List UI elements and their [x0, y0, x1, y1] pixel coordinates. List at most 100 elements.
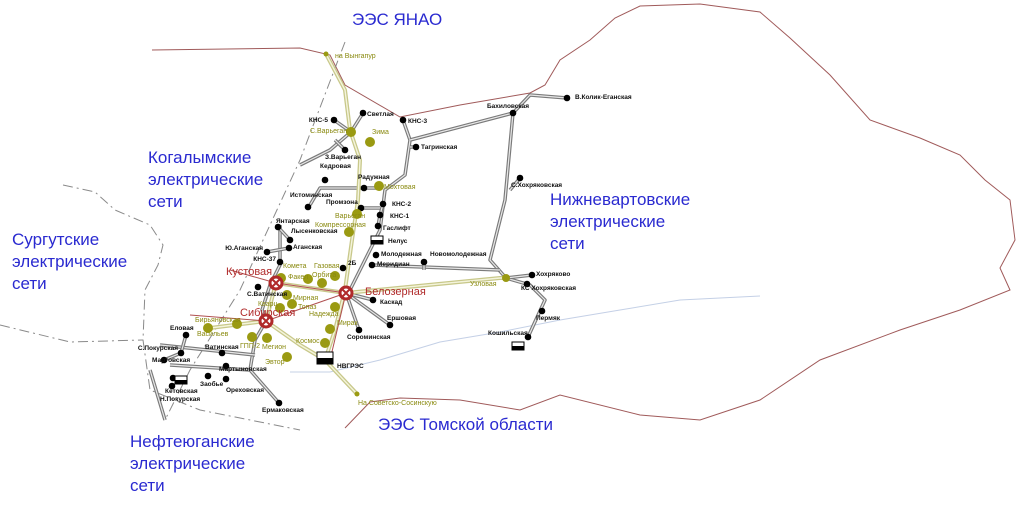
consumer-substation-label: Надежда [309, 311, 339, 318]
substation-marker[interactable] [276, 258, 284, 266]
substation-label: КНС-5 [309, 117, 329, 124]
consumer-substation-label: Узловая [470, 281, 497, 288]
substation-marker[interactable] [399, 116, 407, 124]
substation-label: Еловая [170, 325, 194, 332]
power-line-inner [505, 274, 533, 279]
substation-marker[interactable] [524, 333, 532, 341]
major-substation-label: Белозерная [365, 286, 426, 298]
power-line-inner [299, 112, 364, 166]
substation-label: Пермяк [536, 315, 561, 322]
substation-marker[interactable] [330, 116, 338, 124]
substation-label: КС Хохряковская [521, 285, 576, 292]
substation-marker[interactable] [528, 271, 536, 279]
region-label-yanao: ЭЭС ЯНАО [352, 10, 442, 29]
substation-marker[interactable] [355, 326, 363, 334]
facility-icon-fill [371, 240, 383, 244]
facility-icon-fill [175, 380, 187, 384]
substation-marker[interactable] [263, 248, 271, 256]
consumer-substation-marker[interactable] [262, 333, 272, 343]
substation-marker[interactable] [563, 94, 571, 102]
consumer-substation-marker[interactable] [287, 299, 297, 309]
consumer-substation-label: Мохтовая [384, 184, 416, 191]
region-boundary [0, 324, 144, 343]
region-label-surgut: электрические [12, 252, 127, 271]
consumer-substation-label: Варьеган [335, 213, 365, 220]
substation-marker[interactable] [376, 211, 384, 219]
substation-marker[interactable] [360, 184, 368, 192]
substation-marker[interactable] [254, 283, 262, 291]
consumer-substation-marker[interactable] [232, 319, 242, 329]
substation-marker[interactable] [516, 174, 524, 182]
substation-label: З.Варьеган [325, 154, 361, 161]
consumer-substation-marker[interactable] [203, 323, 213, 333]
substation-marker[interactable] [368, 261, 376, 269]
consumer-substation-marker[interactable] [502, 274, 510, 282]
substation-label: Истоминская [290, 192, 332, 199]
substation-marker[interactable] [182, 331, 190, 339]
consumer-substation-marker[interactable] [344, 227, 354, 237]
substation-marker[interactable] [286, 236, 294, 244]
substation-marker[interactable] [222, 362, 230, 370]
substation-label: Мартыновская [219, 366, 267, 373]
direction-label: на Вынгапур [335, 53, 376, 60]
consumer-substation-label: Мирак [337, 320, 359, 327]
substation-label: Светлая [367, 111, 394, 118]
substation-label: Каскад [380, 299, 402, 306]
major-substation-cross [271, 278, 281, 288]
substation-marker[interactable] [339, 264, 347, 272]
power-line-inner [345, 292, 391, 326]
substation-marker[interactable] [204, 372, 212, 380]
substation-marker[interactable] [274, 223, 282, 231]
substation-marker[interactable] [386, 321, 394, 329]
power-line-inner [309, 187, 381, 206]
consumer-substation-marker[interactable] [352, 209, 362, 219]
substation-marker[interactable] [379, 200, 387, 208]
substation-label: В.Колик-Еганская [575, 94, 632, 101]
region-label-nizhnevartovsk: Нижневартовские [550, 190, 690, 209]
consumer-substation-marker[interactable] [282, 290, 292, 300]
substation-marker[interactable] [509, 109, 517, 117]
substation-marker[interactable] [372, 251, 380, 259]
region-boundaries [0, 3, 1016, 431]
consumer-substation-marker[interactable] [346, 127, 356, 137]
substation-marker[interactable] [374, 222, 382, 230]
substation-marker[interactable] [369, 296, 377, 304]
substation-marker[interactable] [177, 349, 185, 357]
substation-label: Молодежная [381, 251, 422, 258]
consumer-substation-marker[interactable] [282, 352, 292, 362]
power-plant-label: НВГРЭС [337, 363, 364, 370]
consumer-substation-marker[interactable] [275, 303, 285, 313]
consumer-substation-marker[interactable] [317, 278, 327, 288]
consumer-substation-marker[interactable] [374, 181, 384, 191]
substation-marker[interactable] [304, 203, 312, 211]
substation-marker[interactable] [412, 143, 420, 151]
substation-marker[interactable] [321, 176, 329, 184]
substation-marker[interactable] [285, 244, 293, 252]
substation-marker[interactable] [160, 356, 168, 364]
substation-marker[interactable] [523, 280, 531, 288]
region-boundary [62, 184, 301, 431]
power-line-inner [505, 277, 546, 338]
direction-marker [354, 391, 360, 397]
substation-marker[interactable] [275, 399, 283, 407]
substation-marker[interactable] [168, 382, 176, 390]
consumer-substation-marker[interactable] [303, 274, 313, 284]
consumer-substation-marker[interactable] [330, 302, 340, 312]
substation-label: Ершовая [387, 315, 416, 322]
substation-label: Лысенковская [291, 228, 338, 235]
substation-marker[interactable] [359, 109, 367, 117]
substation-marker[interactable] [341, 146, 349, 154]
power-line-inner [169, 364, 251, 371]
consumer-substation-marker[interactable] [365, 137, 375, 147]
substation-label: Ермаковская [262, 407, 304, 414]
substation-marker[interactable] [222, 375, 230, 383]
substation-marker[interactable] [218, 349, 226, 357]
substation-marker[interactable] [420, 258, 428, 266]
substation-marker[interactable] [538, 307, 546, 315]
consumer-substation-marker[interactable] [320, 338, 330, 348]
consumer-substation-marker[interactable] [247, 332, 257, 342]
substation-label: 2Б [348, 260, 357, 267]
consumer-substation-marker[interactable] [330, 271, 340, 281]
consumer-substation-marker[interactable] [325, 324, 335, 334]
